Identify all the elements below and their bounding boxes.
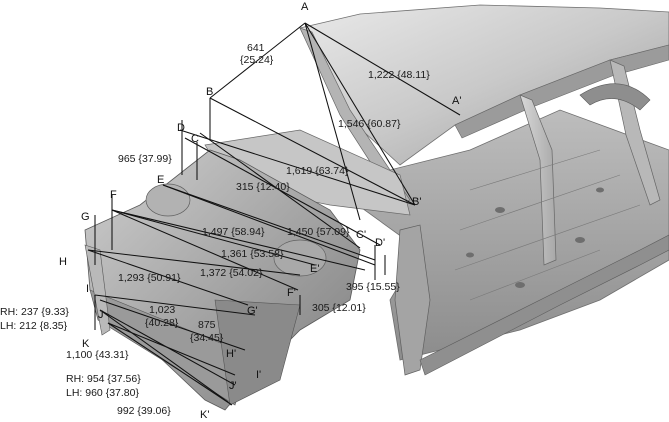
- point-j: J: [98, 309, 104, 321]
- point-h-prime: H': [226, 348, 236, 360]
- point-k-prime: K': [200, 409, 209, 421]
- dim-1023: 1,023: [149, 304, 175, 316]
- point-g-prime: G': [247, 305, 258, 317]
- dim-lh-960: LH: 960 {37.80}: [66, 387, 139, 399]
- point-e: E: [157, 174, 164, 186]
- dim-1546: 1,546 {60.87}: [338, 118, 401, 130]
- car-body-shell: [84, 4, 669, 411]
- dim-1372: 1,372 {54.02}: [200, 267, 263, 279]
- dim-965: 965 {37.99}: [118, 153, 172, 165]
- dim-1361: 1,361 {53.58}: [221, 248, 284, 260]
- point-c-prime: C': [356, 229, 366, 241]
- point-b-prime: B': [412, 196, 421, 208]
- dim-305: 305 {12.01}: [312, 302, 366, 314]
- dim-315: 315 {12.40}: [236, 181, 290, 193]
- point-f: F: [110, 189, 117, 201]
- point-i-prime: I': [256, 369, 261, 381]
- dim-1450: 1,450 {57.09}: [287, 226, 350, 238]
- dim-875-inch: {34.45}: [190, 332, 224, 344]
- dim-641: 641: [247, 42, 265, 54]
- dim-1023-inch: {40.28}: [145, 317, 179, 329]
- dim-1222: 1,222 {48.11}: [368, 69, 430, 81]
- point-a-prime: A': [452, 95, 461, 107]
- dim-lh-212: LH: 212 {8.35}: [0, 320, 68, 332]
- dim-875: 875: [198, 319, 216, 331]
- dim-rh-954: RH: 954 {37.56}: [66, 373, 141, 385]
- dim-1293: 1,293 {50.91}: [118, 272, 181, 284]
- dim-395: 395 {15.55}: [346, 281, 400, 293]
- dim-rh-237: RH: 237 {9.33}: [0, 306, 69, 318]
- point-i: I: [86, 283, 89, 295]
- point-d-prime: D': [375, 237, 385, 249]
- dim-1497: 1,497 {58.94}: [202, 226, 265, 238]
- dim-1100: 1,100 {43.31}: [66, 349, 129, 361]
- dim-641-inch: {25.24}: [240, 54, 274, 66]
- point-c: C: [191, 133, 199, 145]
- point-d: D: [177, 122, 185, 134]
- point-j-prime: J': [229, 380, 237, 392]
- point-a: A: [301, 1, 309, 13]
- point-g: G: [81, 211, 90, 223]
- point-k: K: [82, 338, 90, 350]
- dim-992: 992 {39.06}: [117, 405, 171, 417]
- point-h: H: [59, 256, 67, 268]
- point-b: B: [206, 86, 213, 98]
- point-e-prime: E': [310, 263, 319, 275]
- dimension-lines: [87, 22, 461, 406]
- dimension-labels: 641 {25.24} 1,222 {48.11} 1,546 {60.87} …: [0, 42, 430, 417]
- point-f-prime: F': [287, 287, 296, 299]
- dim-1619: 1,619 {63.74}: [286, 165, 349, 177]
- reference-points: A A' B B' C C' D D' E E' F F' G G' H H' …: [59, 1, 461, 421]
